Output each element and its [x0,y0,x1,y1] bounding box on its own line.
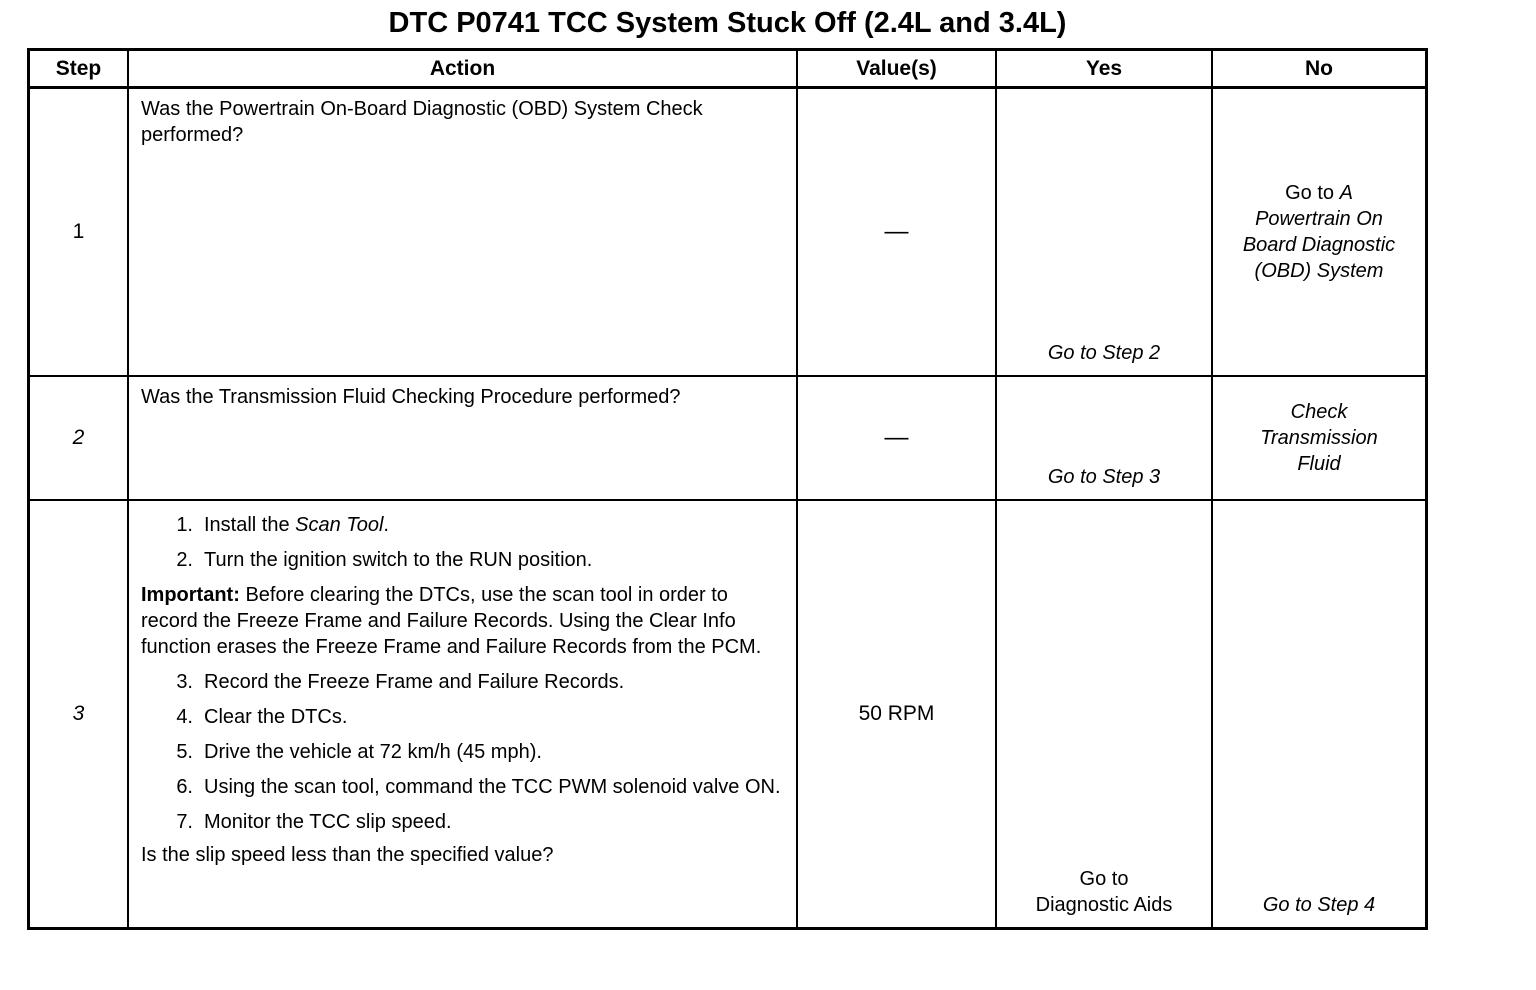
row2-action-cell: Was the Transmission Fluid Checking Proc… [129,377,798,501]
row3-value: 50 RPM [858,702,935,725]
row3-item1-number: 1. [176,514,193,536]
row2-yes-link: Go to Step 3 [1047,466,1161,488]
row1-no-ref: A [1339,182,1353,204]
page-title: DTC P0741 TCC System Stuck Off (2.4L and… [388,7,1067,39]
row3-list-item-7: 7. Monitor the TCC slip speed. [141,809,786,835]
header-values: Value(s) [798,51,997,89]
header-action: Action [129,51,798,89]
row3-item1-post: . [383,514,389,536]
row3-item1-text: Install the Scan Tool. [204,512,389,538]
row2-no-line3: Fluid [1297,453,1341,475]
row3-item7-number: 7. [176,811,193,833]
row2-step-number: 2 [30,377,129,501]
row3-item2-text: Turn the ignition switch to the RUN posi… [204,549,593,571]
row3-list-item-4: 4. Clear the DTCs. [141,704,786,730]
row1-question: Was the Powertrain On-Board Diagnostic (… [141,98,703,146]
row1-no-line3: Board Diagnostic [1242,234,1396,256]
row3-list-item-5: 5. Drive the vehicle at 72 km/h (45 mph)… [141,739,786,765]
row3-list-item-6: 6. Using the scan tool, command the TCC … [141,774,786,800]
row1-value: — [884,218,909,245]
row3-value-cell: 50 RPM [798,501,997,927]
row3-list-item-3: 3. Record the Freeze Frame and Failure R… [141,669,786,695]
row1-value-cell: — [798,89,997,377]
row1-no-line4: (OBD) System [1254,260,1384,282]
header-no: No [1213,51,1425,89]
row3-item1-ref: Scan Tool [295,514,384,536]
row3-list-item-1: 1. Install the Scan Tool. [141,512,786,538]
row3-list-item-2: 2. Turn the ignition switch to the RUN p… [141,547,786,573]
row3-item1-pre: Install the [204,514,296,536]
row3-item6-number: 6. [176,776,193,798]
row3-important-label: Important: [141,584,240,606]
row2-value: — [884,424,909,451]
row1-no-link: Go to A Powertrain On Board Diagnostic (… [1243,180,1395,284]
row2-value-cell: — [798,377,997,501]
row1-no-line1: Go to A [1243,180,1395,206]
row1-action-cell: Was the Powertrain On-Board Diagnostic (… [129,89,798,377]
row1-no-prefix: Go to [1285,182,1340,204]
row3-item4-number: 4. [176,706,193,728]
row3-item5-text: Drive the vehicle at 72 km/h (45 mph). [204,741,542,763]
row1-yes-cell: Go to Step 2 [997,89,1213,377]
row3-yes-link: Go to Diagnostic Aids [1036,866,1173,918]
row2-question: Was the Transmission Fluid Checking Proc… [141,386,681,408]
row3-yes-cell: Go to Diagnostic Aids [997,501,1213,927]
row3-important-text: Before clearing the DTCs, use the scan t… [141,584,762,658]
row2-no-cell: Check Transmission Fluid [1213,377,1425,501]
row3-step-number: 3 [30,501,129,927]
row3-item6-text: Using the scan tool, command the TCC PWM… [204,776,781,798]
row3-item5-number: 5. [176,741,193,763]
row3-action-cell: 1. Install the Scan Tool. 2. Turn the ig… [129,501,798,927]
row3-item3-text: Record the Freeze Frame and Failure Reco… [204,671,625,693]
row3-question: Is the slip speed less than the specifie… [141,844,554,866]
row2-no-link: Check Transmission Fluid [1260,399,1377,477]
row1-yes-link: Go to Step 2 [1047,342,1161,364]
row3-yes-line2: Diagnostic Aids [1035,894,1173,916]
row2-no-line2: Transmission [1260,427,1378,449]
diagnostic-table: Step Action Value(s) Yes No 1 Was the Po… [27,48,1428,930]
row1-step-number: 1 [30,89,129,377]
row3-item2-number: 2. [176,549,193,571]
row2-yes-cell: Go to Step 3 [997,377,1213,501]
row1-no-line2: Powertrain On [1255,208,1383,230]
row3-no-cell: Go to Step 4 [1213,501,1425,927]
header-step: Step [30,51,129,89]
row3-item7-text: Monitor the TCC slip speed. [204,811,452,833]
row2-no-line1: Check [1290,401,1348,423]
row1-no-cell: Go to A Powertrain On Board Diagnostic (… [1213,89,1425,377]
row3-item3-number: 3. [176,671,193,693]
header-yes: Yes [997,51,1213,89]
row3-item4-text: Clear the DTCs. [204,706,348,728]
row3-yes-line1: Go to [1079,868,1129,890]
row3-no-link: Go to Step 4 [1262,894,1376,916]
row3-important-note: Important: Before clearing the DTCs, use… [141,582,786,660]
